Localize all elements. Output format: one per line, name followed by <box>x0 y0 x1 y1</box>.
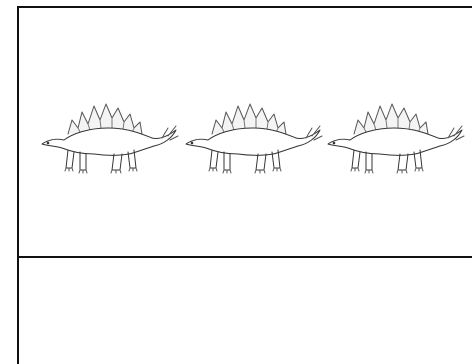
bottom-panel <box>19 258 472 364</box>
stegosaurus-icon <box>182 98 324 178</box>
stegosaurus-icon <box>324 98 466 178</box>
stegosaurus-icon <box>38 98 180 178</box>
panel-divider <box>17 256 472 258</box>
worksheet-frame <box>17 6 472 364</box>
